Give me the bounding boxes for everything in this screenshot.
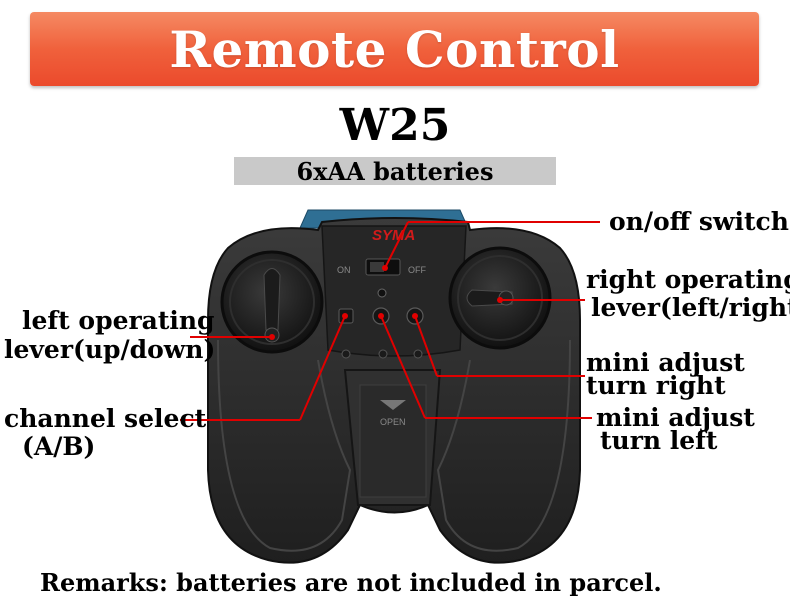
callout-lines — [180, 221, 600, 421]
left-stick-ring — [229, 259, 315, 345]
banner-title: Remote Control — [169, 19, 620, 79]
right-grip-contour — [436, 339, 571, 552]
label-mini-right-line2: turn right — [586, 371, 726, 400]
label-channel-line2: (A/B) — [22, 432, 96, 461]
screw — [341, 349, 351, 359]
power-switch-knob — [370, 262, 384, 272]
battery-info-text: 6xAA batteries — [296, 156, 494, 186]
screw — [413, 349, 423, 359]
callout-on-off — [384, 221, 409, 269]
compartment-label: OPEN — [380, 417, 406, 427]
right-stick-ring — [457, 255, 543, 341]
callout-channel-a — [299, 315, 346, 421]
battery-info-bar: 6xAA batteries — [234, 156, 556, 186]
callout-mini-right-a — [414, 315, 438, 377]
switch-off-label: OFF — [408, 265, 426, 275]
label-right-lever-line2: lever(left/right) — [591, 293, 790, 322]
label-mini-right-line1: mini adjust — [586, 348, 745, 377]
label-left-lever-line2: lever(up/down) — [4, 335, 216, 364]
arrow-down-icon — [380, 400, 406, 410]
label-mini-left-line2: turn left — [600, 426, 718, 455]
label-mini-left-line1: mini adjust — [596, 403, 755, 432]
callout-dots — [269, 265, 503, 340]
indicator-led — [377, 288, 387, 298]
title-banner: Remote Control — [30, 12, 759, 86]
center-panel — [321, 225, 467, 357]
brand-logo: SYMA — [372, 227, 415, 244]
label-on-off-switch: on/off switch — [609, 207, 789, 236]
switch-on-label: ON — [337, 265, 351, 275]
screw — [378, 349, 388, 359]
left-stick-lever[interactable] — [263, 268, 281, 331]
label-right-lever-line1: right operating — [586, 265, 790, 294]
remarks-text: Remarks: batteries are not included in p… — [40, 568, 662, 597]
label-left-lever-line1: left operating — [22, 306, 215, 335]
left-grip-contour — [217, 339, 352, 552]
callout-mini-left-a — [380, 315, 426, 419]
model-name: W25 — [339, 100, 451, 151]
label-channel-line1: channel select — [4, 404, 207, 433]
